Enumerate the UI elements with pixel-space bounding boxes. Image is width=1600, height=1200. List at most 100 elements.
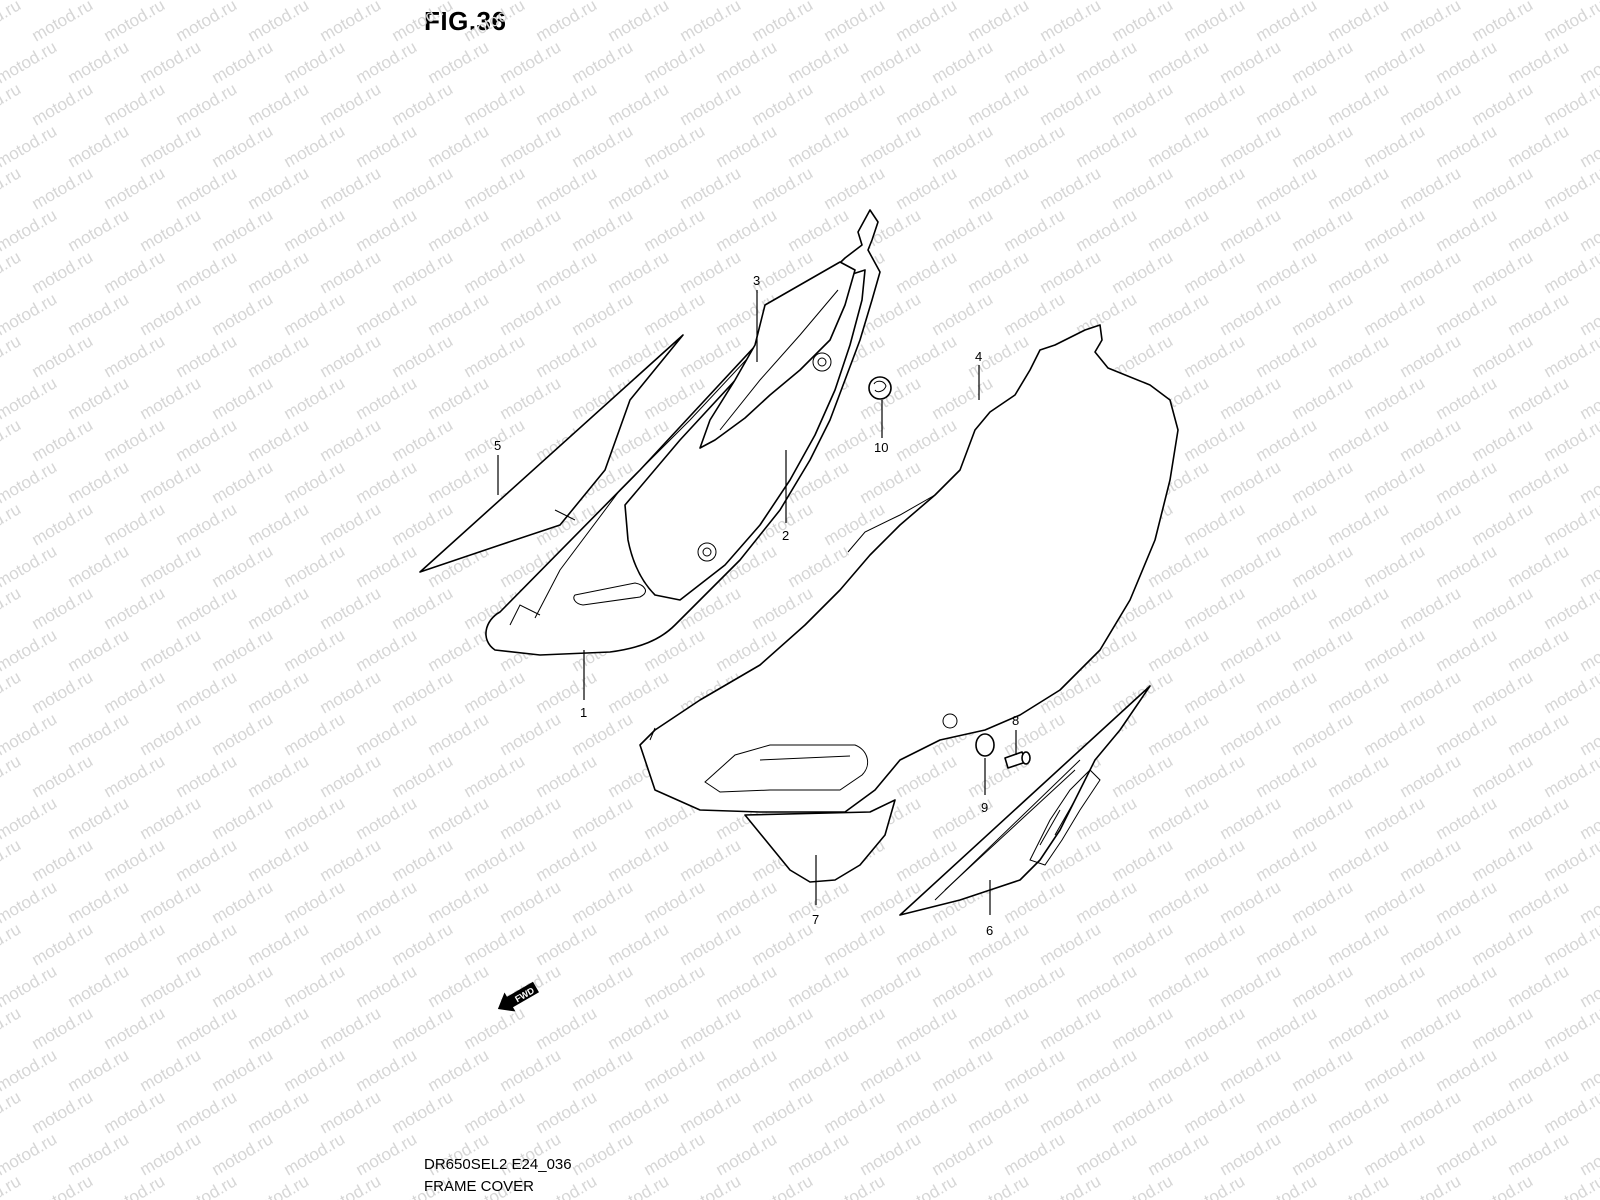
watermark-text: motod.ru <box>1181 667 1249 717</box>
watermark-text: motod.ru <box>1433 1129 1501 1179</box>
watermark-text: motod.ru <box>533 1087 601 1137</box>
watermark-text: motod.ru <box>1397 247 1465 297</box>
watermark-text: motod.ru <box>353 793 421 843</box>
watermark-text: motod.ru <box>1541 1171 1600 1200</box>
watermark-text: motod.ru <box>29 919 97 969</box>
watermark-text: motod.ru <box>0 499 24 549</box>
watermark-text: motod.ru <box>1037 1087 1105 1137</box>
watermark-text: motod.ru <box>821 79 889 129</box>
watermark-text: motod.ru <box>101 1003 169 1053</box>
watermark-text: motod.ru <box>1217 121 1285 171</box>
watermark-text: motod.ru <box>749 79 817 129</box>
watermark-text: motod.ru <box>533 1003 601 1053</box>
watermark-text: motod.ru <box>389 835 457 885</box>
watermark-text: motod.ru <box>101 163 169 213</box>
watermark-text: motod.ru <box>29 499 97 549</box>
watermark-text: motod.ru <box>713 205 781 255</box>
watermark-text: motod.ru <box>245 79 313 129</box>
watermark-text: motod.ru <box>209 541 277 591</box>
watermark-text: motod.ru <box>1433 373 1501 423</box>
watermark-text: motod.ru <box>1145 1045 1213 1095</box>
watermark-text: motod.ru <box>1433 121 1501 171</box>
watermark-text: motod.ru <box>0 457 60 507</box>
watermark-text: motod.ru <box>1109 919 1177 969</box>
watermark-text: motod.ru <box>1001 205 1069 255</box>
watermark-text: motod.ru <box>929 37 997 87</box>
watermark-text: motod.ru <box>1217 961 1285 1011</box>
watermark-text: motod.ru <box>965 919 1033 969</box>
watermark-text: motod.ru <box>1073 961 1141 1011</box>
watermark-text: motod.ru <box>713 877 781 927</box>
watermark-text: motod.ru <box>353 961 421 1011</box>
watermark-text: motod.ru <box>1469 919 1537 969</box>
watermark-text: motod.ru <box>1505 205 1573 255</box>
part-3-upper-decal <box>699 261 856 449</box>
watermark-text: motod.ru <box>29 415 97 465</box>
watermark-text: motod.ru <box>1325 1171 1393 1200</box>
watermark-text: motod.ru <box>605 0 673 45</box>
watermark-text: motod.ru <box>317 1003 385 1053</box>
watermark-text: motod.ru <box>173 1003 241 1053</box>
watermark-text: motod.ru <box>461 79 529 129</box>
watermark-text: motod.ru <box>1181 499 1249 549</box>
watermark-text: motod.ru <box>1397 1171 1465 1200</box>
watermark-text: motod.ru <box>137 625 205 675</box>
watermark-text: motod.ru <box>0 1087 24 1137</box>
watermark-text: motod.ru <box>713 1129 781 1179</box>
watermark-text: motod.ru <box>1325 247 1393 297</box>
watermark-text: motod.ru <box>1397 1087 1465 1137</box>
watermark-text: motod.ru <box>1109 163 1177 213</box>
watermark-text: motod.ru <box>821 1003 889 1053</box>
watermark-text: motod.ru <box>1181 0 1249 45</box>
watermark-text: motod.ru <box>389 79 457 129</box>
watermark-text: motod.ru <box>281 1045 349 1095</box>
watermark-text: motod.ru <box>461 751 529 801</box>
watermark-text: motod.ru <box>533 667 601 717</box>
watermark-text: motod.ru <box>1181 1087 1249 1137</box>
watermark-text: motod.ru <box>1325 583 1393 633</box>
watermark-text: motod.ru <box>389 247 457 297</box>
watermark-text: motod.ru <box>389 0 457 45</box>
watermark-text: motod.ru <box>65 457 133 507</box>
watermark-text: motod.ru <box>1325 331 1393 381</box>
watermark-text: motod.ru <box>497 289 565 339</box>
watermark-text: motod.ru <box>1109 247 1177 297</box>
watermark-text: motod.ru <box>353 1129 421 1179</box>
watermark-text: motod.ru <box>1181 919 1249 969</box>
watermark-text: motod.ru <box>1397 499 1465 549</box>
watermark-text: motod.ru <box>857 37 925 87</box>
watermark-text: motod.ru <box>1433 625 1501 675</box>
watermark-text: motod.ru <box>1289 373 1357 423</box>
watermark-text: motod.ru <box>1181 331 1249 381</box>
watermark-text: motod.ru <box>0 1045 60 1095</box>
watermark-text: motod.ru <box>0 163 24 213</box>
watermark-text: motod.ru <box>173 1171 241 1200</box>
watermark-text: motod.ru <box>569 709 637 759</box>
watermark-text: motod.ru <box>1541 0 1600 45</box>
watermark-text: motod.ru <box>29 0 97 45</box>
watermark-text: motod.ru <box>965 79 1033 129</box>
watermark-text: motod.ru <box>0 247 24 297</box>
watermark-text: motod.ru <box>0 583 24 633</box>
watermark-text: motod.ru <box>1145 121 1213 171</box>
part-4-frame-cover-right <box>639 324 1179 813</box>
watermark-text: motod.ru <box>1109 1003 1177 1053</box>
watermark-text: motod.ru <box>0 793 60 843</box>
watermark-text: motod.ru <box>497 121 565 171</box>
watermark-text: motod.ru <box>209 709 277 759</box>
watermark-text: motod.ru <box>1289 709 1357 759</box>
watermark-text: motod.ru <box>461 0 529 45</box>
watermark-text: motod.ru <box>1505 457 1573 507</box>
watermark-text: motod.ru <box>1145 205 1213 255</box>
watermark-text: motod.ru <box>425 1045 493 1095</box>
watermark-text: motod.ru <box>1433 877 1501 927</box>
watermark-text: motod.ru <box>389 1003 457 1053</box>
watermark-text: motod.ru <box>1433 37 1501 87</box>
watermark-text: motod.ru <box>1361 1129 1429 1179</box>
watermark-text: motod.ru <box>569 1045 637 1095</box>
watermark-text: motod.ru <box>1217 289 1285 339</box>
watermark-text: motod.ru <box>965 1087 1033 1137</box>
watermark-text: motod.ru <box>1181 247 1249 297</box>
watermark-text: motod.ru <box>29 1171 97 1200</box>
watermark-text: motod.ru <box>533 919 601 969</box>
